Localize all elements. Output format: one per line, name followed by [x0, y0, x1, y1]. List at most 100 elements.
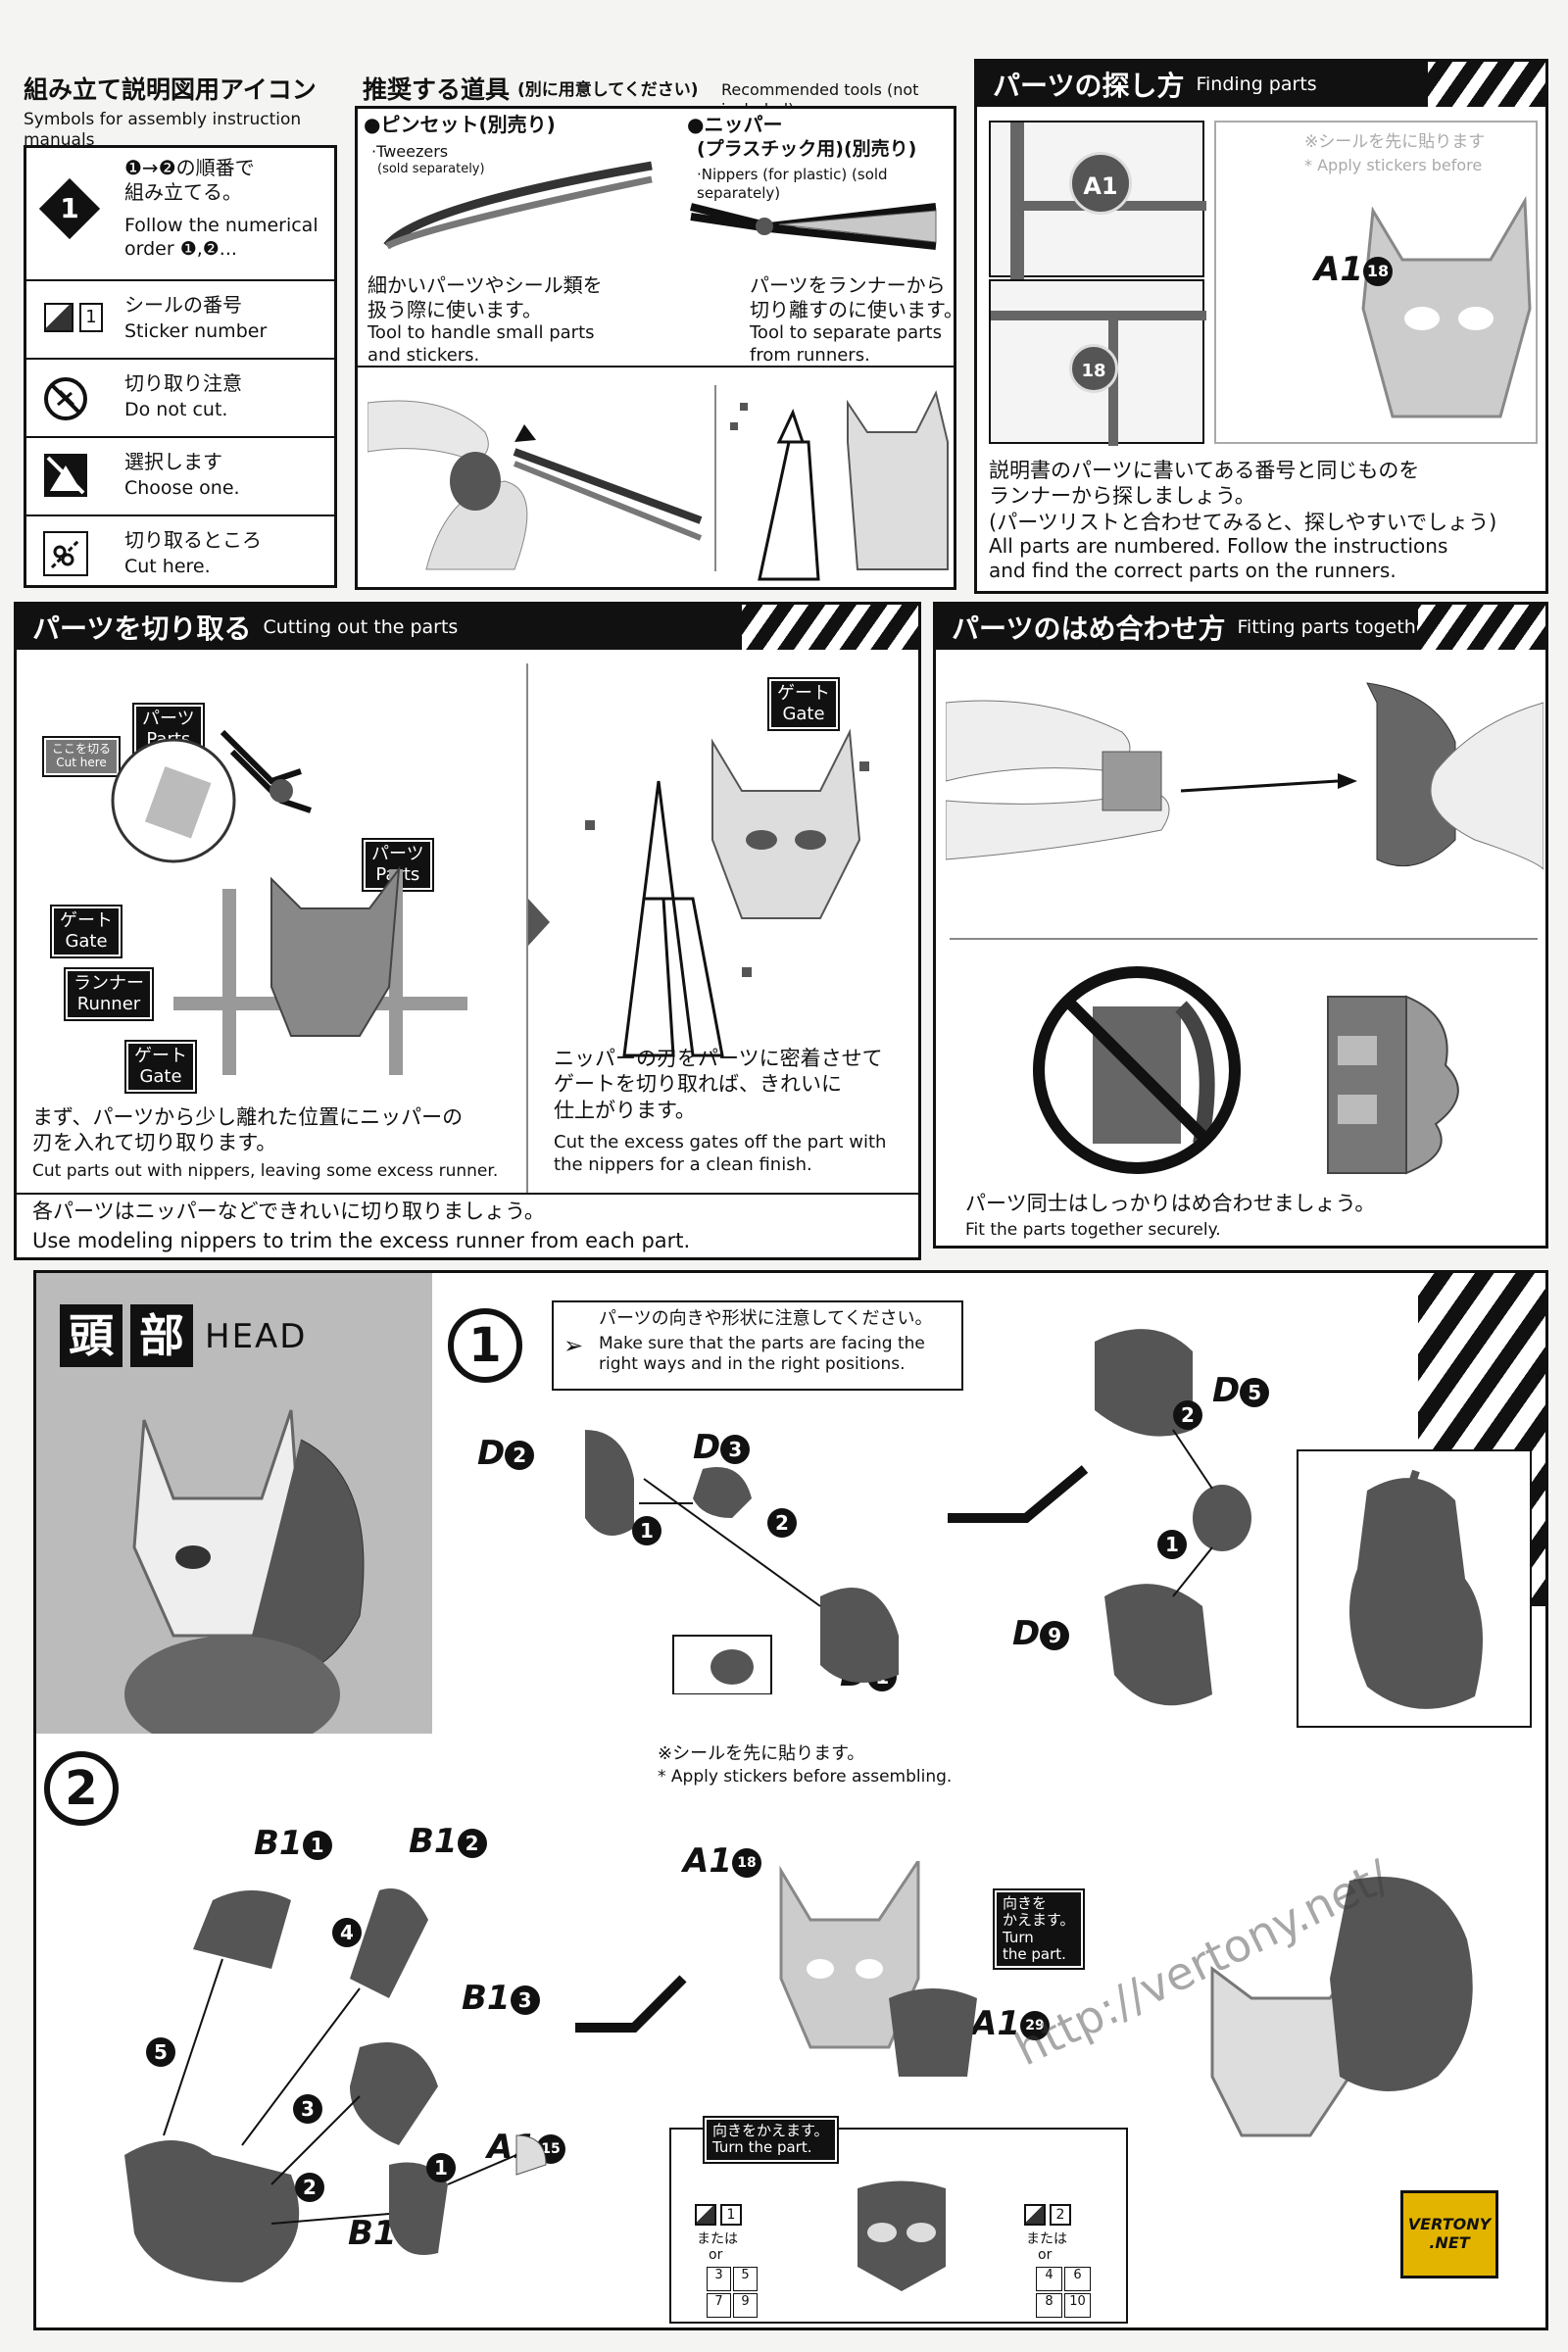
runner-tag-a1: A1 [1069, 152, 1132, 215]
step1-note-jp: パーツの向きや形状に注意してください。 [599, 1308, 933, 1329]
sticker-text-jp: シールの番号 [124, 293, 242, 317]
step2-mask-illustration [779, 1861, 920, 2049]
sticker-detail-box: 向きをかえます。 Turn the part. 1 または or 3 5 7 9… [669, 2116, 1128, 2324]
choose-symbol-row: 選択します Choose one. [26, 436, 334, 514]
sticker-note-en: * Apply stickers before [1304, 156, 1483, 174]
turn-part-2-en: Turn the part. [712, 2138, 812, 2157]
step2-arrow-1: 1 [426, 2153, 456, 2182]
head-title-jp1: 頭 [60, 1304, 122, 1367]
tweezers-illustration [383, 161, 653, 250]
no-cut-icon [44, 377, 87, 420]
nocut-text-en: Do not cut. [124, 399, 228, 420]
nocut-symbol-row: 切り取り注意 Do not cut. [26, 358, 334, 436]
step1-note-en: Make sure that the parts are facing the … [599, 1334, 925, 1375]
sticker-right-alt-0: 4 [1036, 2267, 1062, 2291]
cutting-title-jp: パーツを切り取る [32, 612, 252, 645]
step2-arrow-2: 2 [295, 2173, 324, 2202]
fitting-stripes [1418, 605, 1545, 650]
step2-result-illustration [1210, 1877, 1473, 2137]
step1-part-d2-letter: D [477, 1434, 506, 1473]
order-text-en: Follow the numerical order ❶,❷... [124, 215, 318, 260]
step2-part-b12-num: 2 [457, 1828, 487, 1858]
sticker-number-box: 1 [79, 303, 103, 332]
step1-result-box [1297, 1449, 1532, 1728]
nippers-desc-jp: パーツをランナーから 切り離すのに使います。 [750, 273, 956, 321]
tools-frame: ●ピンセット(別売り) ·Tweezers (sold separately) … [355, 106, 956, 590]
step2-part-b12-letter: B1 [409, 1822, 458, 1861]
step-forward-arrow [948, 1465, 1089, 1523]
step1-note-icon: ➢ [564, 1332, 584, 1359]
finding-frame: パーツの探し方 Finding parts A1 18 ※シールを先に貼ります … [974, 59, 1548, 594]
watermark-logo-line2: .NET [1429, 2233, 1470, 2253]
cutting-footer-divider [17, 1193, 918, 1195]
cutting-stripes [742, 605, 918, 650]
cut-here-icon [43, 531, 88, 576]
tools-vdivider [714, 385, 716, 571]
runner-bar-2 [991, 311, 1206, 320]
cutting-footer-en: Use modeling nippers to trim the excess … [32, 1229, 691, 1252]
tweezers-desc-jp: 細かいパーツやシール類を 扱う際に使います。 [368, 273, 603, 321]
fitting-hands-illustration [946, 682, 1544, 870]
step1-part-d2-num: 2 [505, 1440, 535, 1470]
runner-box-top: A1 [989, 121, 1206, 279]
cutting-divider [526, 663, 528, 1193]
head-preview-illustration [124, 1409, 365, 1734]
nippers-usage-illustration [730, 390, 949, 581]
sticker-face-illustration [858, 2180, 946, 2291]
good-fit-illustration [1327, 995, 1459, 1175]
step2-note-en: * Apply stickers before assembling. [658, 1767, 953, 1787]
fitting-desc-en: Fit the parts together securely. [965, 1220, 1221, 1240]
watermark-logo: VERTONY .NET [1400, 2190, 1498, 2278]
cutting-panel: パーツを切り取る Cutting out the parts ここを切る Cut… [14, 602, 921, 1260]
cutting-title-en: Cutting out the parts [263, 616, 459, 638]
runner-label: ランナー Runner [64, 966, 154, 1022]
sticker-left-icon [695, 2204, 716, 2226]
gate-label-3: ゲート Gate [767, 676, 840, 732]
step1-assembly-arrow-1: 1 [1157, 1530, 1187, 1559]
finding-stripes [1428, 62, 1545, 107]
choose-text-en: Choose one. [124, 477, 240, 499]
turn-part-label-1: 向きを かえます。 Turn the part. [993, 1888, 1085, 1970]
sticker-right-alt-1: 6 [1064, 2267, 1091, 2291]
step2-part-a129-letter: A1 [971, 2004, 1020, 2043]
finding-part-label-num: 18 [1362, 256, 1393, 286]
order-symbol-row: 1 ❶→❷の順番で 組み立てる。 Follow the numerical or… [26, 148, 334, 279]
nippers-label-jp1: ●ニッパー [687, 113, 783, 136]
choose-text-jp: 選択します [124, 450, 222, 473]
symbols-table: 1 ❶→❷の順番で 組み立てる。 Follow the numerical or… [24, 145, 337, 588]
sticker-left-or-en: or [709, 2247, 723, 2263]
tools-title-note: (別に用意してください) [517, 80, 699, 100]
sticker-left-alt-grid: 3 5 7 9 [707, 2267, 758, 2318]
fitting-divider [950, 938, 1538, 940]
step2-num: 2 [44, 1751, 119, 1826]
cut-step1-jp: まず、パーツから少し離れた位置にニッパーの 刃を入れて切り取ります。 [32, 1105, 464, 1155]
cut-here-en: Cut here [56, 755, 107, 769]
cutting-arrow-right [528, 899, 550, 946]
tweezers-label-en: ·Tweezers [371, 142, 449, 161]
step2-part-b13-letter: B1 [462, 1979, 511, 2018]
sticker-left-alt-3: 9 [733, 2293, 758, 2318]
runner-label-en: Runner [76, 993, 141, 1014]
step2-part-b11-num: 1 [302, 1830, 332, 1860]
step2-face-part-illustration [889, 1988, 977, 2077]
step1-assembly-illustration [1095, 1329, 1251, 1706]
symbols-title-jp: 組み立て説明図用アイコン [24, 75, 317, 104]
sticker-right-or-jp: または [1026, 2231, 1067, 2247]
order-text-jp: ❶→❷の順番で 組み立てる。 [124, 156, 255, 204]
step1-part-d9-letter: D [1012, 1614, 1041, 1653]
sticker-left-alt-2: 7 [707, 2293, 731, 2318]
tweezers-usage-illustration [368, 400, 703, 570]
runner-box-bottom: 18 [989, 279, 1206, 446]
sticker-right-alt-2: 8 [1036, 2293, 1062, 2318]
finding-desc-en: All parts are numbered. Follow the instr… [989, 534, 1448, 582]
turn-part-1-jp: 向きを かえます。 [1003, 1894, 1075, 1930]
cutting-header: パーツを切り取る Cutting out the parts [17, 605, 742, 650]
step1-assembly-arrow-2: 2 [1173, 1400, 1202, 1430]
step1-parts-illustration [585, 1430, 899, 1694]
